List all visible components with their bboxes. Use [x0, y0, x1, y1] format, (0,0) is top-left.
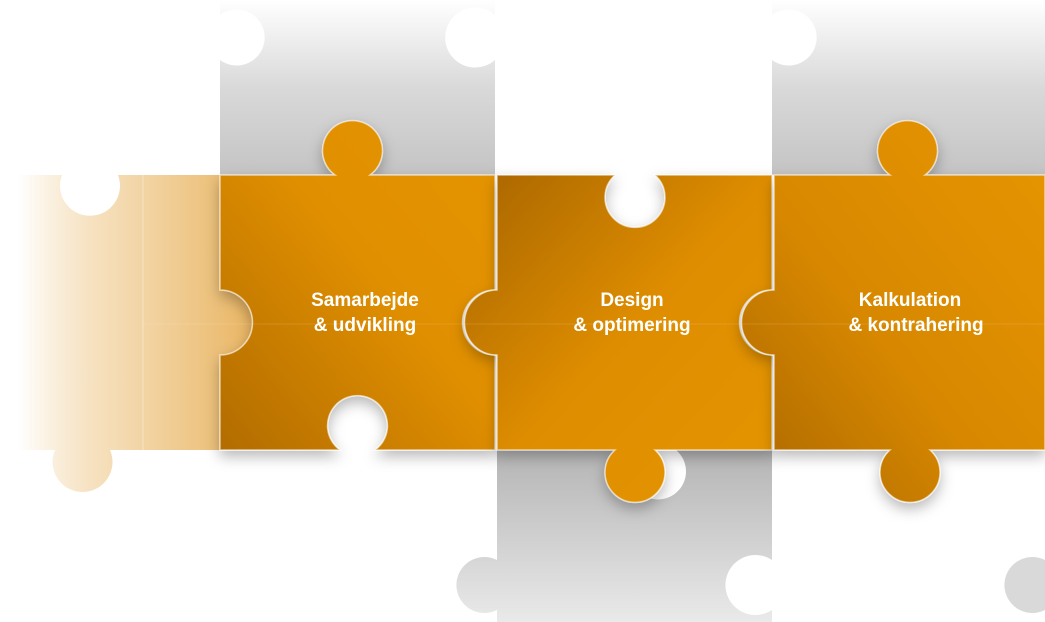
grey-piece-bottom — [456, 450, 772, 622]
grey-piece-top-left — [220, 0, 495, 175]
piece-1-title[interactable]: Samarbejde — [311, 290, 419, 311]
piece-3 — [740, 119, 1045, 504]
piece-1 — [219, 119, 496, 451]
piece-1-subtitle[interactable]: & udvikling — [314, 315, 416, 336]
grey-piece-top-right — [772, 0, 1045, 175]
grey-piece-stub — [1004, 556, 1045, 613]
piece-2-title[interactable]: Design — [600, 290, 663, 311]
piece-3-subtitle[interactable]: & kontrahering — [848, 315, 983, 336]
grey-pieces — [220, 0, 1045, 622]
piece-3-title[interactable]: Kalkulation — [859, 290, 961, 311]
faded-piece — [18, 175, 253, 492]
faded-piece-shape — [18, 175, 253, 492]
piece-2 — [463, 174, 773, 504]
piece-2-subtitle[interactable]: & optimering — [573, 315, 690, 336]
